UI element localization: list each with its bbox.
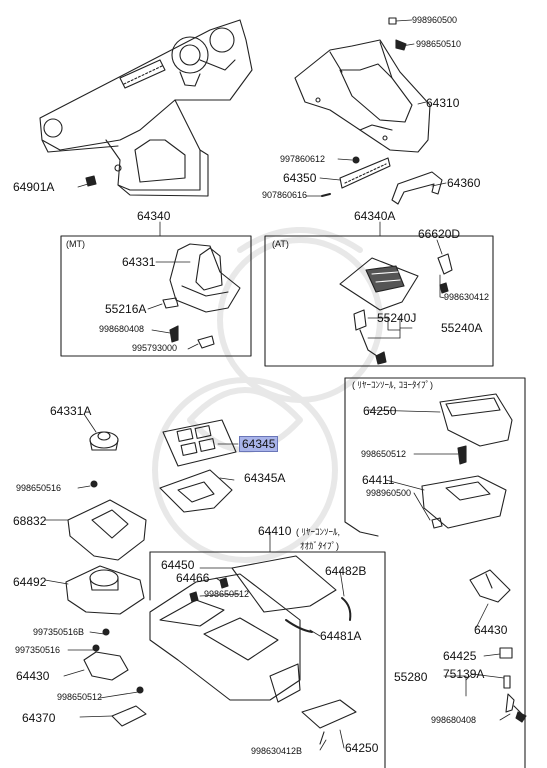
label-64345-highlighted[interactable]: 64345: [239, 436, 279, 452]
label-64901A: 64901A: [13, 180, 55, 194]
label-64360: 64360: [447, 176, 481, 190]
label-998960500-top: 998960500: [412, 15, 458, 25]
label-64310: 64310: [426, 96, 460, 110]
part-64370-bracket: [111, 686, 147, 727]
label-64492: 64492: [13, 575, 47, 589]
label-box-at: (AT): [272, 239, 289, 249]
label-997350516B: 997350516B: [33, 627, 85, 637]
label-995793000: 995793000: [132, 343, 178, 353]
label-907860616: 907860616: [262, 190, 308, 200]
label-64340A: 64340A: [354, 209, 396, 223]
label-998630412: 998630412: [444, 292, 490, 302]
part-64350-bracket: [321, 156, 391, 197]
part-64430-bracket-right: [469, 569, 511, 603]
label-998650510: 998650510: [416, 39, 462, 49]
label-998630412B: 998630412B: [251, 746, 303, 756]
label-64430-right: 64430: [474, 623, 508, 637]
label-rear-console-small-note: ( ﾘﾔｰｺﾝｿｰﾙ, ｺﾖｰﾀｲﾌﾟ): [352, 380, 433, 390]
label-998650512-right: 998650512: [361, 449, 407, 459]
label-rear-console-large-note: ( ﾘﾔｰｺﾝｿｰﾙ,: [296, 527, 340, 537]
dashboard-illustration: [39, 19, 253, 197]
label-68832: 68832: [13, 514, 47, 528]
watermark: [152, 227, 383, 563]
label-64250-bottom: 64250: [345, 741, 379, 755]
leader-lines: [44, 19, 511, 751]
label-55240J: 55240J: [377, 311, 417, 325]
label-55280: 55280: [394, 670, 428, 684]
label-64466: 64466: [176, 571, 210, 585]
label-55216A: 55216A: [105, 302, 147, 316]
label-998680408-right: 998680408: [431, 715, 477, 725]
label-998650516: 998650516: [16, 483, 62, 493]
label-997350516: 997350516: [15, 645, 61, 655]
label-64331A: 64331A: [50, 404, 92, 418]
part-64345A-bezel: [159, 469, 233, 513]
label-66620D: 66620D: [418, 227, 461, 241]
label-64370: 64370: [22, 711, 56, 725]
label-box-mt: (MT): [66, 239, 85, 249]
part-64425-55280: [499, 647, 527, 723]
label-64430-left: 64430: [16, 669, 50, 683]
rear-console-small-box: [344, 377, 526, 768]
part-64345-switch-panel: [162, 419, 237, 467]
label-55240A: 55240A: [441, 321, 483, 335]
part-64310-console: [294, 17, 431, 153]
rear-console-large-box: [149, 551, 386, 768]
label-64250-top: 64250: [363, 404, 397, 418]
label-997860612: 997860612: [280, 154, 326, 164]
label-64450: 64450: [161, 558, 195, 572]
label-998960500-right: 998960500: [366, 488, 412, 498]
label-64340: 64340: [137, 209, 171, 223]
part-68832-plate: [67, 480, 147, 561]
mt-box: [60, 235, 252, 357]
part-64430-bracket-left: [83, 628, 129, 681]
label-64482B: 64482B: [325, 564, 367, 578]
label-64410: 64410: [258, 524, 292, 538]
at-box: [264, 235, 494, 367]
part-64492-boot-base: [65, 565, 145, 615]
label-64331: 64331: [122, 255, 156, 269]
label-64411: 64411: [362, 473, 395, 487]
part-64331A-boot: [89, 431, 119, 451]
label-998680408-mt: 998680408: [99, 324, 145, 334]
label-64481A: 64481A: [320, 629, 362, 643]
label-64425: 64425: [443, 649, 477, 663]
label-998650512-center: 998650512: [204, 589, 250, 599]
part-64360-handle: [391, 171, 443, 205]
label-64345A: 64345A: [244, 471, 286, 485]
label-998650512-left: 998650512: [57, 692, 103, 702]
label-rear-console-large-note2: ｵｵｶﾞﾀｲﾌﾟ): [300, 541, 339, 551]
label-75139A: 75139A: [443, 667, 485, 681]
label-64350: 64350: [283, 171, 317, 185]
